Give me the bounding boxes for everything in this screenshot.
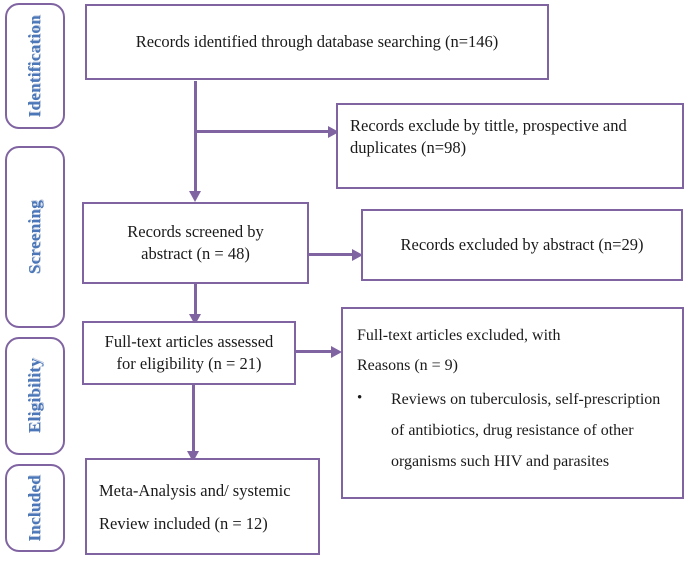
excluded-reasons-bullet-text: Reviews on tuberculosis, self-prescripti… [391,390,661,471]
box-records-screened-text: Records screened by abstract (n = 48) [127,221,264,263]
stage-pill-screening: Screening [5,146,65,328]
stage-pill-eligibility: Eligibility [5,337,65,455]
connector-screened-to-fulltext [194,283,197,320]
box-fulltext-excluded-reasons: Full-text articles excluded, with Reason… [341,307,684,499]
arrowhead-to-screened [189,191,201,202]
bullet-point-icon: • [357,389,363,406]
connector-screened-to-excluded-abstract [309,253,355,256]
arrowhead-to-excluded-title [328,126,339,138]
box-included-studies: Meta-Analysis and/ systemic Review inclu… [85,458,320,555]
box-fulltext-assessed-text: Full-text articles assessed for eligibil… [104,331,274,373]
stage-label-eligibility: Eligibility [25,358,44,434]
excluded-reasons-line-2: Reasons (n = 9) [357,357,459,375]
excluded-reasons-bullet-item: • Reviews on tuberculosis, self-prescrip… [357,384,672,478]
stage-label-included: Included [25,474,44,542]
stage-pill-included: Included [5,464,65,552]
connector-identified-trunk [194,81,197,198]
box-records-excluded-title: Records exclude by tittle, prospective a… [336,103,684,189]
stage-pill-identification: Identification [5,3,65,129]
connector-branch-to-excluded-title [194,130,330,133]
connector-fulltext-to-included [192,385,195,457]
box-records-excluded-abstract-text: Records excluded by abstract (n=29) [400,234,644,254]
excluded-reasons-line-1: Full-text articles excluded, with [357,327,561,344]
box-records-excluded-abstract: Records excluded by abstract (n=29) [361,209,683,281]
arrowhead-to-included [187,451,199,462]
stage-label-identification: Identification [25,14,44,118]
arrowhead-to-fulltext [189,314,201,325]
arrowhead-to-excluded-abstract [352,249,363,261]
connector-fulltext-to-excluded-reasons [296,350,334,353]
arrowhead-to-excluded-reasons [331,346,342,358]
box-records-screened: Records screened by abstract (n = 48) [82,202,309,284]
box-fulltext-assessed: Full-text articles assessed for eligibil… [82,321,296,385]
box-records-identified-text: Records identified through database sear… [135,31,499,51]
box-included-studies-text: Meta-Analysis and/ systemic Review inclu… [99,480,291,533]
box-records-excluded-title-text: Records exclude by tittle, prospective a… [350,116,627,158]
stage-label-screening: Screening [25,199,44,275]
box-records-identified: Records identified through database sear… [85,4,549,80]
